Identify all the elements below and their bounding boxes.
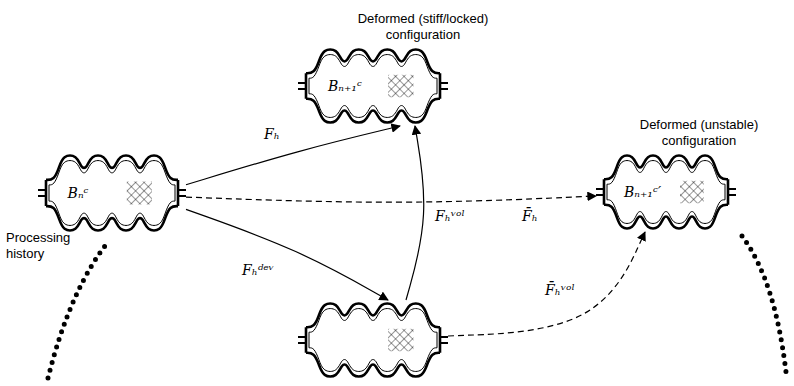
mapping-label: F̄ₕ (520, 207, 540, 225)
mapping-label: Fₕᵈᵉᵛ (240, 261, 276, 279)
bellows-outline (298, 46, 448, 126)
history-label: Processing history (6, 230, 86, 262)
material-point-hatch (388, 75, 414, 97)
config-heading: Deformed (stiff/locked) configuration (338, 11, 508, 43)
bellows-inner-wall (309, 309, 437, 372)
config-label: Bₙ₊₁ᶜ (328, 77, 362, 95)
bellows-wall (46, 156, 178, 231)
mapping-arrow (186, 209, 388, 300)
material-point-hatch (388, 329, 414, 351)
bellows-flange (596, 189, 736, 195)
bellows-flange (298, 337, 448, 343)
bellows-outline (298, 300, 448, 380)
bellows-node: Deformed (stiff/locked) configurationBₙ₊… (298, 46, 448, 126)
history-dots (48, 242, 108, 378)
bellows-flange (298, 83, 448, 89)
mapping-label: F̄ₕᵛᵒˡ (543, 281, 577, 299)
config-label: Bₙ₊₁ᶜ′ (624, 183, 661, 201)
mapping-arrow (186, 196, 596, 202)
bellows-node (298, 300, 448, 380)
mapping-arrow (448, 232, 645, 336)
bellows-wall (306, 50, 440, 123)
mapping-arrow (406, 126, 424, 300)
bellows-node: Deformed (unstable) configurationBₙ₊₁ᶜ′ (596, 152, 736, 232)
bellows-flange (38, 190, 186, 196)
material-point-hatch (680, 181, 704, 203)
bellows-node: Bₙᶜ (38, 152, 186, 234)
bellows-inner-wall (607, 161, 725, 224)
mapping-label: Fₕᵛᵒˡ (433, 207, 467, 225)
material-point-hatch (127, 182, 152, 205)
mapping-arrow (186, 126, 400, 185)
bellows-wall (306, 304, 440, 377)
bellows-outline (38, 152, 186, 234)
bellows-inner-wall (309, 55, 437, 118)
config-label: Bₙᶜ (68, 184, 89, 202)
config-heading: Deformed (unstable) configuration (624, 117, 774, 149)
history-dots (742, 236, 786, 372)
bellows-outline (596, 152, 736, 232)
bellows-wall (604, 156, 728, 229)
mapping-label: Fₕ (262, 125, 282, 143)
bellows-inner-wall (49, 161, 175, 226)
